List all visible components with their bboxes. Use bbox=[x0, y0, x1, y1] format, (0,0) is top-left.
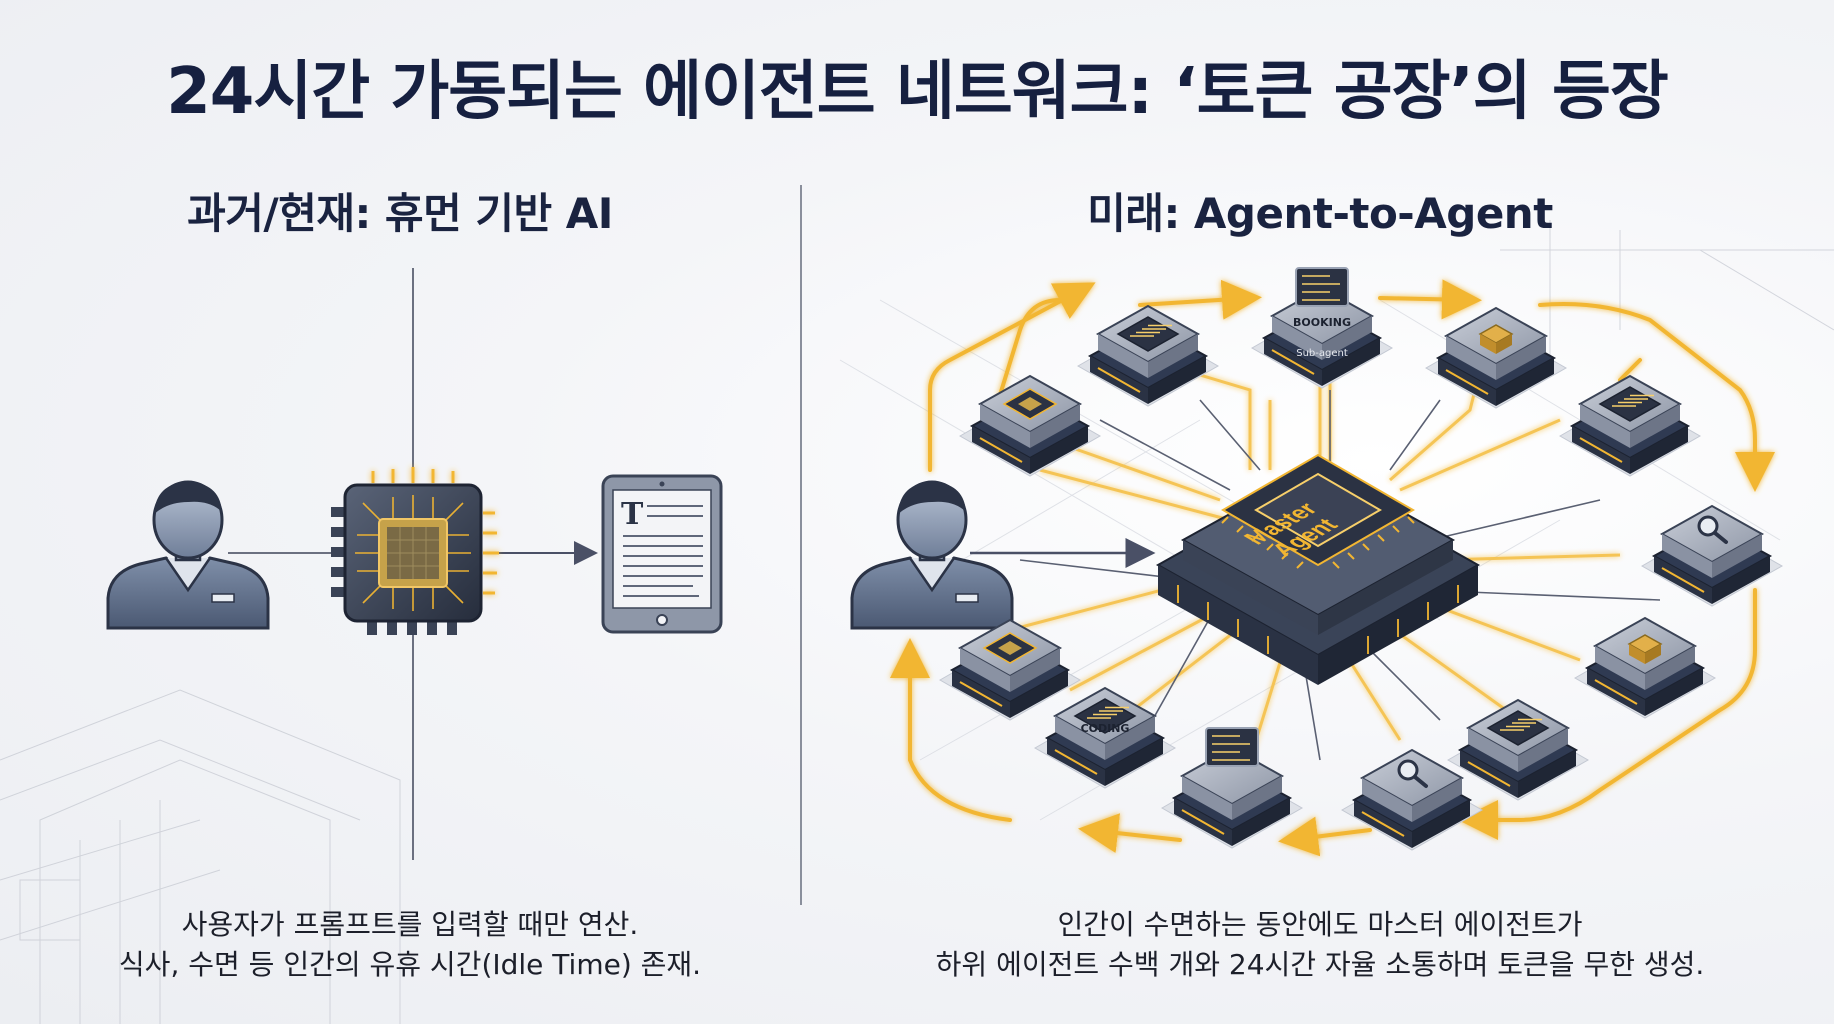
left-caption-line2: 식사, 수면 등 인간의 유휴 시간(Idle Time) 존재. bbox=[118, 948, 702, 981]
page-title: 24시간 가동되는 에이전트 네트워크: ‘토큰 공장’의 등장 bbox=[166, 55, 1668, 129]
sub-agent-code-node-c bbox=[1446, 698, 1590, 801]
sub-agent-booking-node-label: BOOKING bbox=[1293, 316, 1351, 329]
sub-agent-code-node-a bbox=[1076, 304, 1220, 407]
sub-agent-chip-node bbox=[958, 374, 1102, 477]
left-panel-title: 과거/현재: 휴먼 기반 AI bbox=[187, 189, 613, 238]
sub-agent-coding-node: CODING bbox=[1033, 686, 1177, 789]
right-panel-title: 미래: Agent-to-Agent bbox=[1087, 189, 1553, 238]
right-caption-line1: 인간이 수면하는 동안에도 마스터 에이전트가 bbox=[1057, 908, 1583, 941]
sub-agent-package-node bbox=[1424, 306, 1568, 409]
right-panel-caption: 인간이 수면하는 동안에도 마스터 에이전트가 하위 에이전트 수백 개와 24… bbox=[830, 905, 1810, 985]
control-lines bbox=[1019, 390, 1661, 761]
left-panel-caption: 사용자가 프롬프트를 입력할 때만 연산. 식사, 수면 등 인간의 유휴 시간… bbox=[60, 905, 760, 985]
sub-agent-chip-node-b bbox=[938, 618, 1082, 721]
sub-agent-screen-node bbox=[1160, 727, 1304, 849]
sub-agent-booking-node: BOOKING Sub-agent bbox=[1250, 267, 1394, 389]
cpu-chip-icon bbox=[331, 467, 499, 635]
data-flow-ring bbox=[890, 279, 1775, 857]
document-glyph: T bbox=[621, 497, 644, 532]
left-caption-line1: 사용자가 프롬프트를 입력할 때만 연산. bbox=[181, 908, 639, 941]
sub-agent-search-node-a bbox=[1640, 504, 1784, 607]
sub-agent-booking-node-sublabel: Sub-agent bbox=[1296, 348, 1348, 359]
person-avatar-icon bbox=[106, 480, 270, 630]
sub-agent-search-node-b bbox=[1340, 748, 1484, 851]
master-agent: Master Agent bbox=[1155, 453, 1481, 685]
person-avatar-icon-right bbox=[850, 480, 1014, 630]
tablet-document-icon: T bbox=[601, 474, 723, 634]
left-flow bbox=[228, 268, 598, 860]
agent-spokes bbox=[1009, 358, 1621, 761]
background-wireframe bbox=[0, 220, 1834, 1024]
right-caption-line2: 하위 에이전트 수백 개와 24시간 자율 소통하며 토큰을 무한 생성. bbox=[935, 948, 1705, 981]
sub-agent-code-node-b bbox=[1558, 374, 1702, 477]
sub-agent-coding-node-label: CODING bbox=[1081, 722, 1130, 735]
sub-agent-package-node-b bbox=[1573, 616, 1717, 719]
